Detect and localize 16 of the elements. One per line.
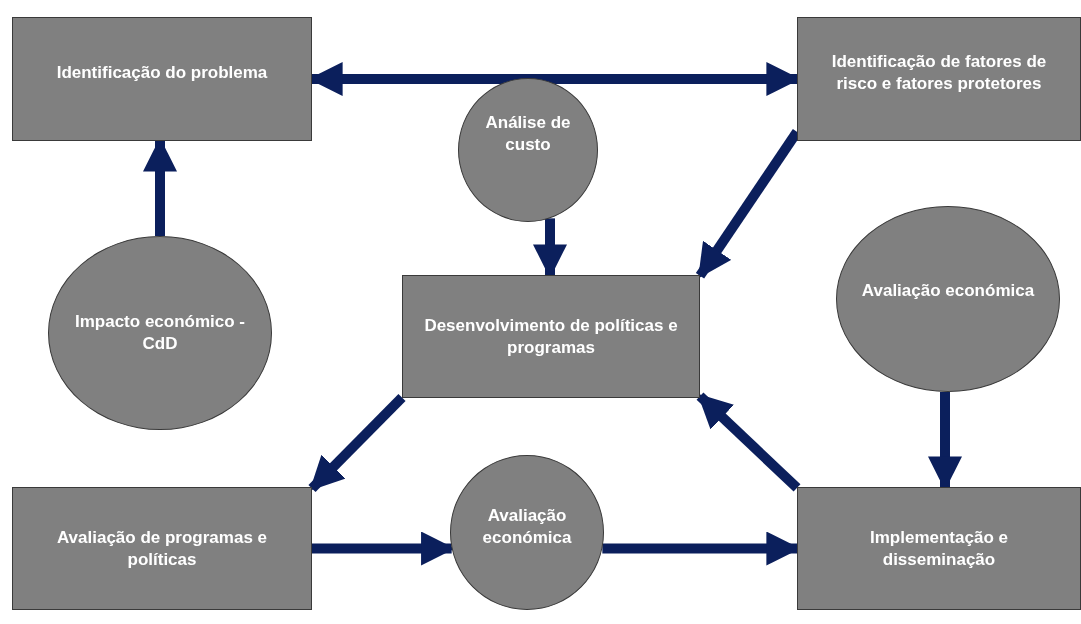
node-label: Impacto económico - CdD [74,311,246,355]
process-box [797,487,1081,610]
node-label: Implementação e disseminação [869,526,1009,571]
node-label: Identificação de fatores de risco e fatores protetores [830,51,1048,95]
process-box [12,17,312,141]
node-label: Avaliação económica [861,280,1035,302]
node-label: Avaliação económica [481,504,573,549]
arrow [696,392,801,492]
node-label: Avaliação de programas e políticas [55,526,269,571]
process-box [797,17,1081,141]
node-label: Identificação do problema [56,62,268,84]
process-box [402,275,700,398]
arrow [308,394,406,492]
node-label: Análise de custo [484,112,572,156]
node-label: Desenvolvimento de políticas e programas [423,314,679,359]
process-box [12,487,312,610]
